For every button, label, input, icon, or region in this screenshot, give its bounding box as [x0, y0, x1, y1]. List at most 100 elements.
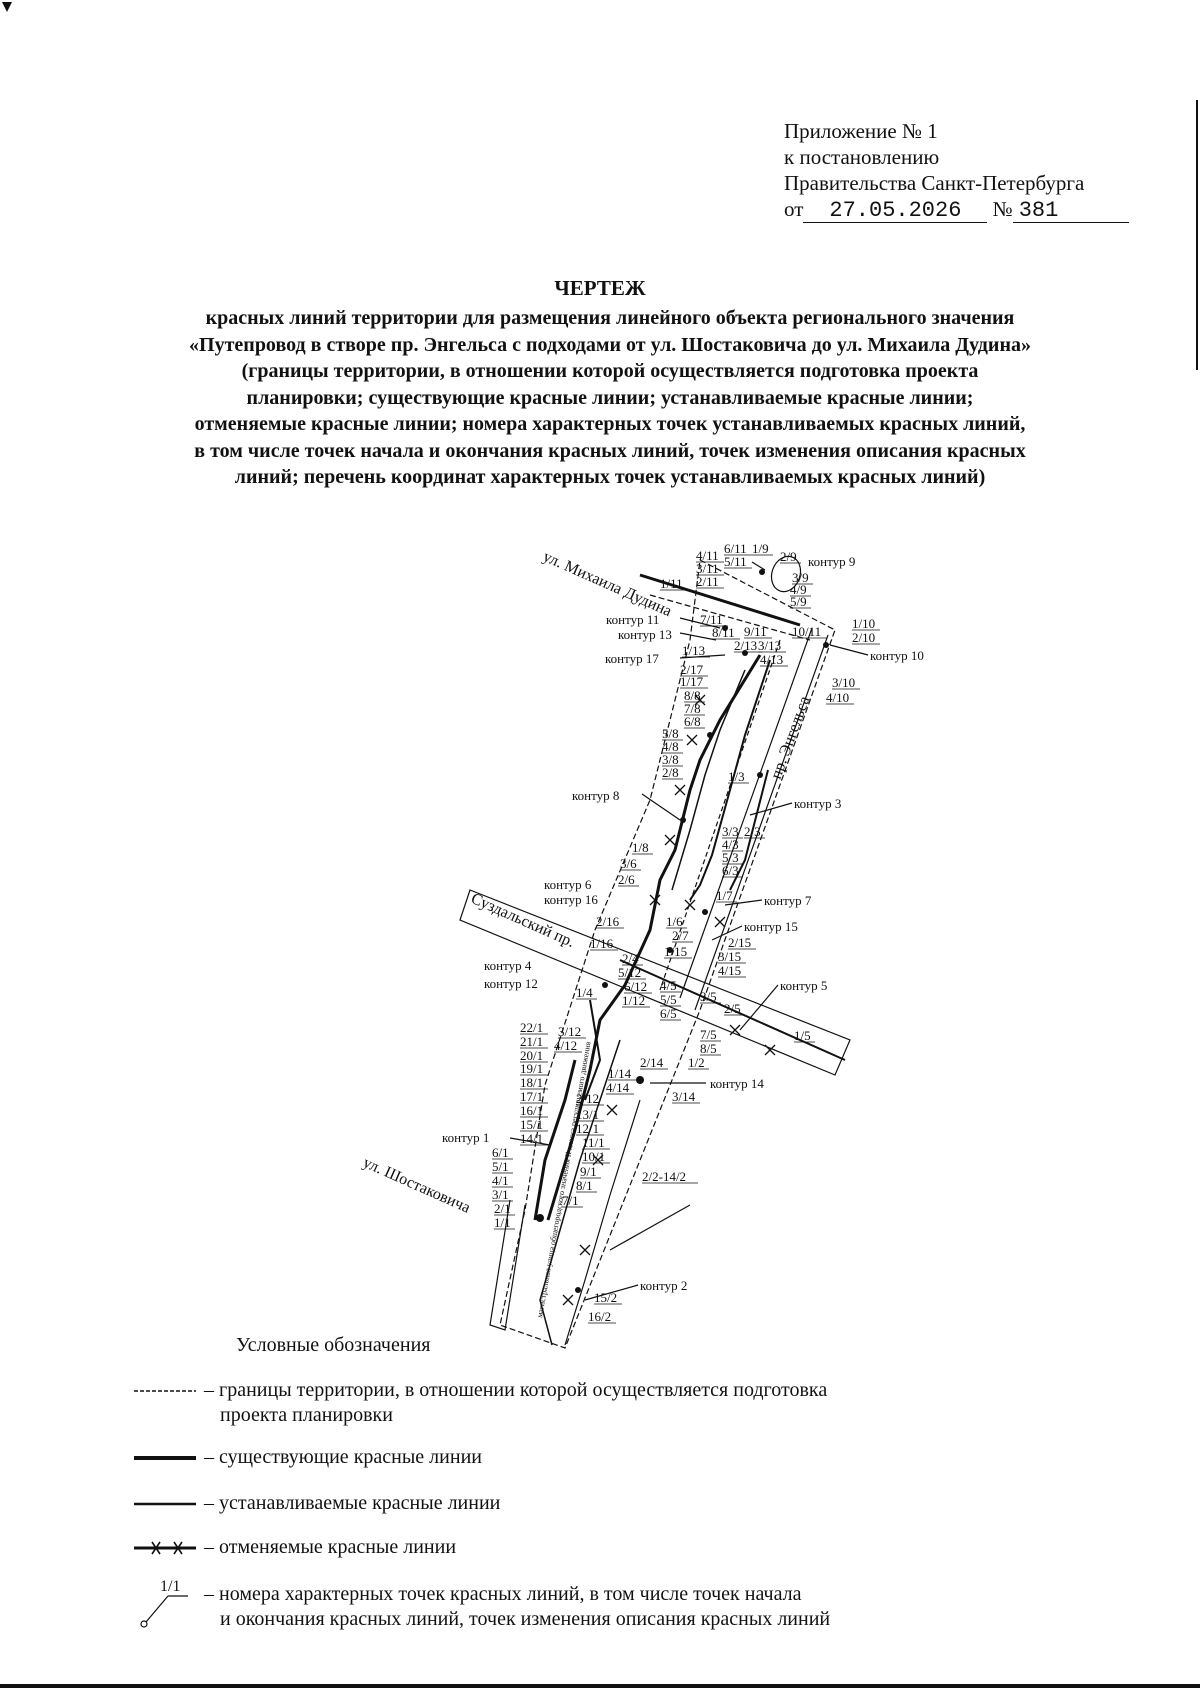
south-road-boundary: [564, 1099, 641, 1346]
point-number-label: 5/8: [662, 726, 679, 741]
point-number-label: 3/14: [672, 1089, 696, 1104]
point-number-label: 2/4: [622, 951, 639, 966]
point-number-label: 3/6: [620, 856, 637, 871]
point-number-label: 4/13: [760, 652, 783, 667]
leader-contour-13: [679, 632, 717, 641]
cancelled-red-line: [671, 669, 746, 891]
legend-text: и окончания красных линий, точек изменен…: [220, 1608, 831, 1630]
point-number-label: 1/16: [590, 936, 614, 951]
legend-symbol-thick: [134, 1456, 196, 1460]
legend-dash: –: [204, 1446, 214, 1468]
point-number-label: 2/14: [640, 1055, 664, 1070]
contour-label: контур 4: [484, 958, 532, 973]
point-number-label: 16/2: [588, 1309, 611, 1324]
legend-symbol-solid: [134, 1502, 196, 1506]
street-label-engelsa: пр. Энгельса: [768, 694, 814, 781]
cancel-cross-mark: [764, 1044, 776, 1056]
point-number-label: 1/9: [752, 541, 769, 556]
point-number-label: 1/3: [728, 769, 745, 784]
legend-symbol-point: [140, 1595, 188, 1628]
leader-contour-5: [739, 984, 779, 1031]
legend-dash: –: [204, 1379, 214, 1401]
point-number-label: 14/1: [520, 1131, 543, 1146]
point-number-label: 1/11: [660, 576, 683, 591]
contour-label: контур 14: [710, 1076, 764, 1091]
contour-label: контур 13: [618, 627, 672, 642]
engelsa-edge-left: [679, 627, 813, 999]
legend-dash: –: [204, 1583, 214, 1605]
engelsa-edge-inner: [659, 639, 781, 991]
scan-edge-line: [1196, 100, 1198, 370]
point-number-label: 1/2: [688, 1055, 705, 1070]
dudina-boundary: [649, 594, 811, 641]
leader-contour-2: [584, 1284, 639, 1301]
point-number-label: 2/5: [724, 1001, 741, 1016]
contour-label: контур 17: [605, 651, 659, 666]
point-number-label: 1/15: [664, 944, 687, 959]
point-number-label: 7/8: [684, 701, 701, 716]
point-number-label: 1/10: [852, 616, 875, 631]
map-labels: ул. Михаила Дудина пр. Энгельса Суздальс…: [360, 541, 924, 1324]
point-marker: [667, 947, 673, 953]
leader-contour-7: [724, 899, 763, 906]
point-number-label: 11/1: [582, 1135, 605, 1150]
point-number-label: 1/17: [680, 674, 704, 689]
point-number-label: 2/11: [696, 574, 719, 589]
point-number-label: 4/15: [718, 963, 741, 978]
legend-text: устанавливаемые красные линии: [219, 1492, 501, 1514]
legend-dash: –: [204, 1536, 214, 1558]
contour-label: контур 1: [442, 1130, 489, 1145]
legend-symbol-crossed: [134, 1541, 196, 1555]
cancel-cross-mark: [606, 1104, 618, 1116]
point-number-label: 21/1: [520, 1034, 543, 1049]
point-marker: [742, 650, 748, 656]
point-number-label: 16/1: [520, 1103, 543, 1118]
point-number-label: 4/8: [662, 739, 679, 754]
point-number-label: 2/16: [596, 914, 620, 929]
point-number-label: 9/11: [744, 624, 767, 639]
contour-1-line: [533, 1059, 577, 1221]
document-subtitle: красных линий территории для размещения …: [80, 305, 1140, 491]
contour-label: контур 5: [780, 978, 827, 993]
point-number-label: 1/13: [682, 643, 705, 658]
cancel-cross-mark: [684, 899, 696, 911]
legend-text: существующие красные линии: [219, 1446, 482, 1468]
subtitle-line: «Путепровод в створе пр. Энгельса с подх…: [189, 333, 1031, 356]
decree-date: 27.05.2026: [803, 200, 988, 223]
point-number-label: 8/1: [576, 1178, 593, 1193]
appendix-line-2: к постановлению: [784, 145, 940, 169]
point-number-label: 22/1: [520, 1020, 543, 1035]
point-number-label: 2/15: [728, 935, 751, 950]
point-number-label: 3/9: [792, 570, 809, 585]
legend-dash: –: [204, 1492, 214, 1514]
point-number-label: 2/8: [662, 765, 679, 780]
cancel-cross-mark: [579, 1244, 591, 1256]
point-number-label: 9/1: [580, 1164, 597, 1179]
point-number-label: 7/1: [562, 1193, 579, 1208]
appendix-line-3: Правительства Санкт-Петербурга: [784, 171, 1085, 195]
point-number-label: 1/14: [608, 1066, 632, 1081]
point-number-label: 15/1: [520, 1117, 543, 1132]
point-number-label: 3/15: [718, 949, 741, 964]
established-red-line: [689, 659, 771, 901]
point-number-label: 6/12: [624, 979, 647, 994]
contour-label: контур 10: [870, 648, 924, 663]
point-number-label: 4/9: [790, 582, 807, 597]
point-number-label: 2/17: [680, 662, 704, 677]
contour-label: контур 9: [808, 554, 855, 569]
cancel-cross-mark: [686, 734, 698, 746]
point-number-label: 4/11: [696, 548, 719, 563]
street-label-dudina: ул. Михаила Дудина: [540, 548, 674, 620]
point-number-label: 8/11: [712, 625, 735, 640]
point-number-label: 1/7: [716, 888, 733, 903]
subtitle-line: линий; перечень координат характерных то…: [234, 466, 986, 488]
subtitle-line: планировки; существующие красные линии; …: [246, 386, 974, 409]
engelsa-edge-right: [694, 634, 829, 1011]
point-marker: [757, 772, 763, 778]
point-number-label: 4/10: [826, 690, 849, 705]
point-number-label: 2/3: [744, 824, 761, 839]
point-marker: [575, 1287, 581, 1293]
point-marker: [536, 1214, 544, 1222]
